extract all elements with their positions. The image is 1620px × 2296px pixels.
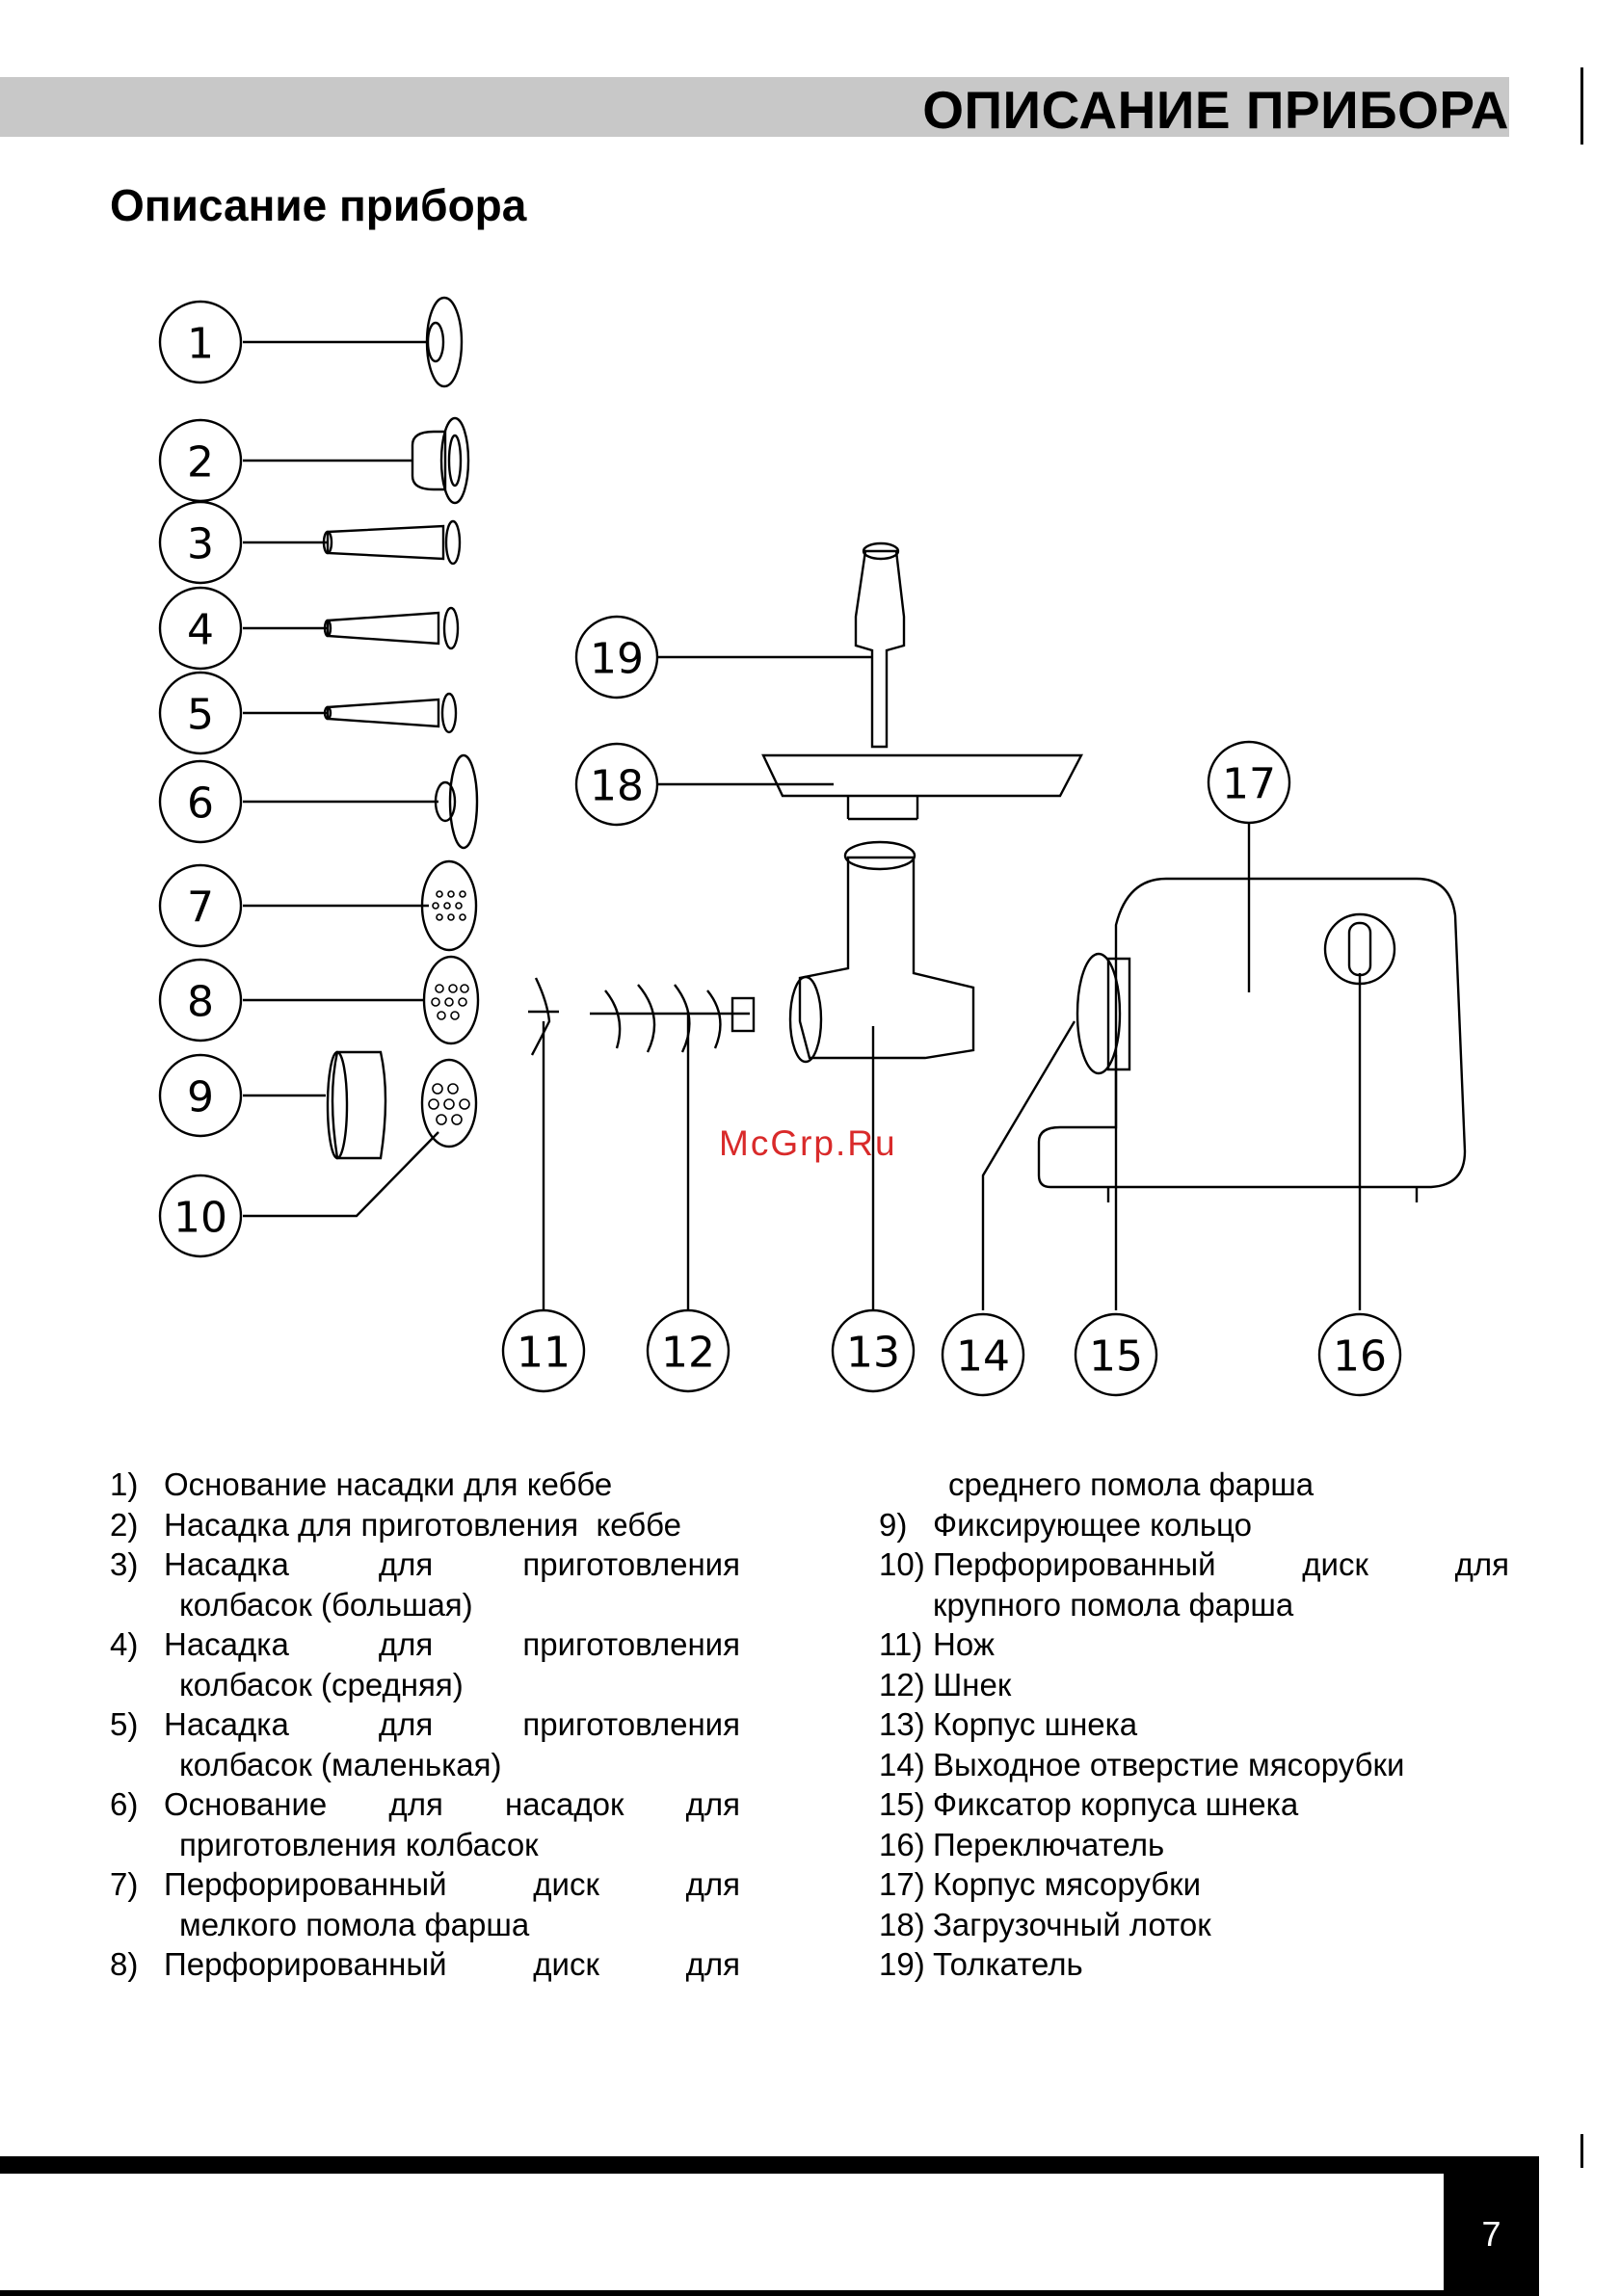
legend-item-text: Фиксатор корпуса шнека (933, 1786, 1299, 1822)
legend-item-continuation: среднего помола фарша (948, 1466, 1315, 1502)
legend-item-number: 9) (879, 1506, 908, 1543)
legend-item: 2) Насадка для приготовления кеббе (110, 1505, 740, 1545)
legend-item-text: Переключатель (933, 1826, 1165, 1862)
legend-item: 9) Фиксирующее кольцо (879, 1505, 1509, 1545)
legend-item: 7) Перфорированный диск для (110, 1864, 740, 1905)
legend-item-text: Основание для насадок для (164, 1786, 740, 1822)
legend-item: 12) Шнек (879, 1665, 1509, 1705)
callout-3: 3 (187, 520, 214, 569)
legend-item-number: 6) (110, 1786, 139, 1822)
legend-item-text: Насадка для приготовления кеббе (164, 1506, 682, 1543)
legend-item: 5) Насадка для приготовления (110, 1704, 740, 1745)
callout-19: 19 (590, 635, 644, 684)
legend-item-text: Толкатель (933, 1946, 1083, 1982)
legend-item-number: 12) (879, 1666, 925, 1702)
callout-7: 7 (187, 884, 214, 933)
legend-item-text: Перфорированный диск для (164, 1866, 740, 1902)
callout-17: 17 (1222, 760, 1276, 809)
legend-item-number: 11) (879, 1626, 923, 1662)
page-number: 7 (1481, 2214, 1501, 2254)
edge-mark-bottom (1580, 2134, 1583, 2168)
legend-item: 14) Выходное отверстие мясорубки (879, 1745, 1509, 1785)
legend-item-number: 15) (879, 1786, 925, 1822)
legend-item: 19) Толкатель (879, 1944, 1509, 1985)
legend-item-text: Насадка для приготовления (164, 1706, 740, 1742)
header-band (0, 77, 1509, 137)
legend-item: 16) Переключатель (879, 1825, 1509, 1865)
legend-item-number: 17) (879, 1866, 925, 1902)
legend-item-continuation: мелкого помола фарша (179, 1906, 530, 1942)
callout-13: 13 (846, 1329, 900, 1378)
legend-item-text: Насадка для приготовления (164, 1546, 740, 1582)
legend-item-text: Шнек (933, 1666, 1012, 1702)
callout-5: 5 (187, 691, 214, 740)
legend-left-column: 1) Основание насадки для кеббе 2) Насадк… (110, 1465, 740, 1985)
page-header-title: ОПИСАНИЕ ПРИБОРА (922, 80, 1509, 140)
legend-item-text: Основание насадки для кеббе (164, 1466, 613, 1502)
callout-6: 6 (187, 779, 214, 829)
legend-item-text: Фиксирующее кольцо (933, 1506, 1252, 1543)
legend-item: 18) Загрузочный лоток (879, 1905, 1509, 1945)
edge-mark-top (1580, 67, 1583, 145)
legend-item-continuation: приготовления колбасок (179, 1826, 539, 1862)
callout-14: 14 (956, 1333, 1010, 1382)
legend-item-continuation: колбасок (средняя) (179, 1666, 464, 1702)
callout-4: 4 (187, 606, 214, 655)
legend-item: 8) Перфорированный диск для (110, 1944, 740, 1985)
legend-item-text: Загрузочный лоток (933, 1906, 1211, 1942)
footer-line (0, 2290, 1444, 2296)
legend-right-column: среднего помола фарша 9) Фиксирующее кол… (879, 1465, 1509, 1985)
legend-item: 15) Фиксатор корпуса шнека (879, 1784, 1509, 1825)
legend-item-number: 3) (110, 1546, 139, 1582)
callout-10: 10 (173, 1194, 227, 1243)
callout-11: 11 (517, 1329, 571, 1378)
meat-grinder-diagram: 1 2 3 4 5 6 7 8 9 10 11 12 13 14 15 16 1… (158, 296, 1467, 1397)
legend-item-number: 5) (110, 1706, 139, 1742)
legend-item-number: 1) (110, 1466, 139, 1502)
footer-page-box (1444, 2174, 1539, 2296)
legend-item: 6) Основание для насадок для (110, 1784, 740, 1825)
legend-item-text: Насадка для приготовления (164, 1626, 740, 1662)
legend-item-number: 8) (110, 1946, 139, 1982)
legend-item: 3) Насадка для приготовления (110, 1544, 740, 1585)
legend-item: 1) Основание насадки для кеббе (110, 1465, 740, 1505)
legend-item-continuation: колбасок (маленькая) (179, 1746, 502, 1782)
section-title: Описание прибора (110, 180, 527, 230)
legend-item: 10) Перфорированный диск для (879, 1544, 1509, 1585)
legend-item-text: Перфорированный диск для (164, 1946, 740, 1982)
legend-item: 4) Насадка для приготовления (110, 1624, 740, 1665)
callout-1: 1 (187, 320, 214, 369)
legend-item-number: 18) (879, 1906, 925, 1942)
legend-item-number: 14) (879, 1746, 925, 1782)
callout-8: 8 (187, 978, 214, 1027)
callout-16: 16 (1333, 1333, 1387, 1382)
callout-2: 2 (187, 438, 214, 488)
legend-item-number: 19) (879, 1946, 925, 1982)
callout-9: 9 (187, 1073, 214, 1122)
callout-18: 18 (590, 762, 644, 811)
legend-item-number: 13) (879, 1706, 925, 1742)
callout-12: 12 (661, 1329, 715, 1378)
legend-item-text: Нож (933, 1626, 995, 1662)
legend-item-number: 10) (879, 1546, 925, 1582)
callout-15: 15 (1089, 1333, 1143, 1382)
legend-item-continuation: колбасок (большая) (179, 1586, 473, 1623)
legend-item-number: 7) (110, 1866, 139, 1902)
legend-item: 17) Корпус мясорубки (879, 1864, 1509, 1905)
legend-item-text: Корпус шнека (933, 1706, 1138, 1742)
legend-item-text: Перфорированный диск для (933, 1546, 1509, 1582)
watermark: McGrp.Ru (719, 1123, 897, 1163)
legend-item: 13) Корпус шнека (879, 1704, 1509, 1745)
legend-item: 11) Нож (879, 1624, 1509, 1665)
legend-item-number: 2) (110, 1506, 139, 1543)
legend-item-continuation: крупного помола фарша (933, 1586, 1294, 1623)
legend-item-number: 16) (879, 1826, 925, 1862)
legend-item-text: Выходное отверстие мясорубки (933, 1746, 1405, 1782)
legend-item-text: Корпус мясорубки (933, 1866, 1202, 1902)
legend-item-number: 4) (110, 1626, 139, 1662)
footer-bar (0, 2156, 1539, 2174)
